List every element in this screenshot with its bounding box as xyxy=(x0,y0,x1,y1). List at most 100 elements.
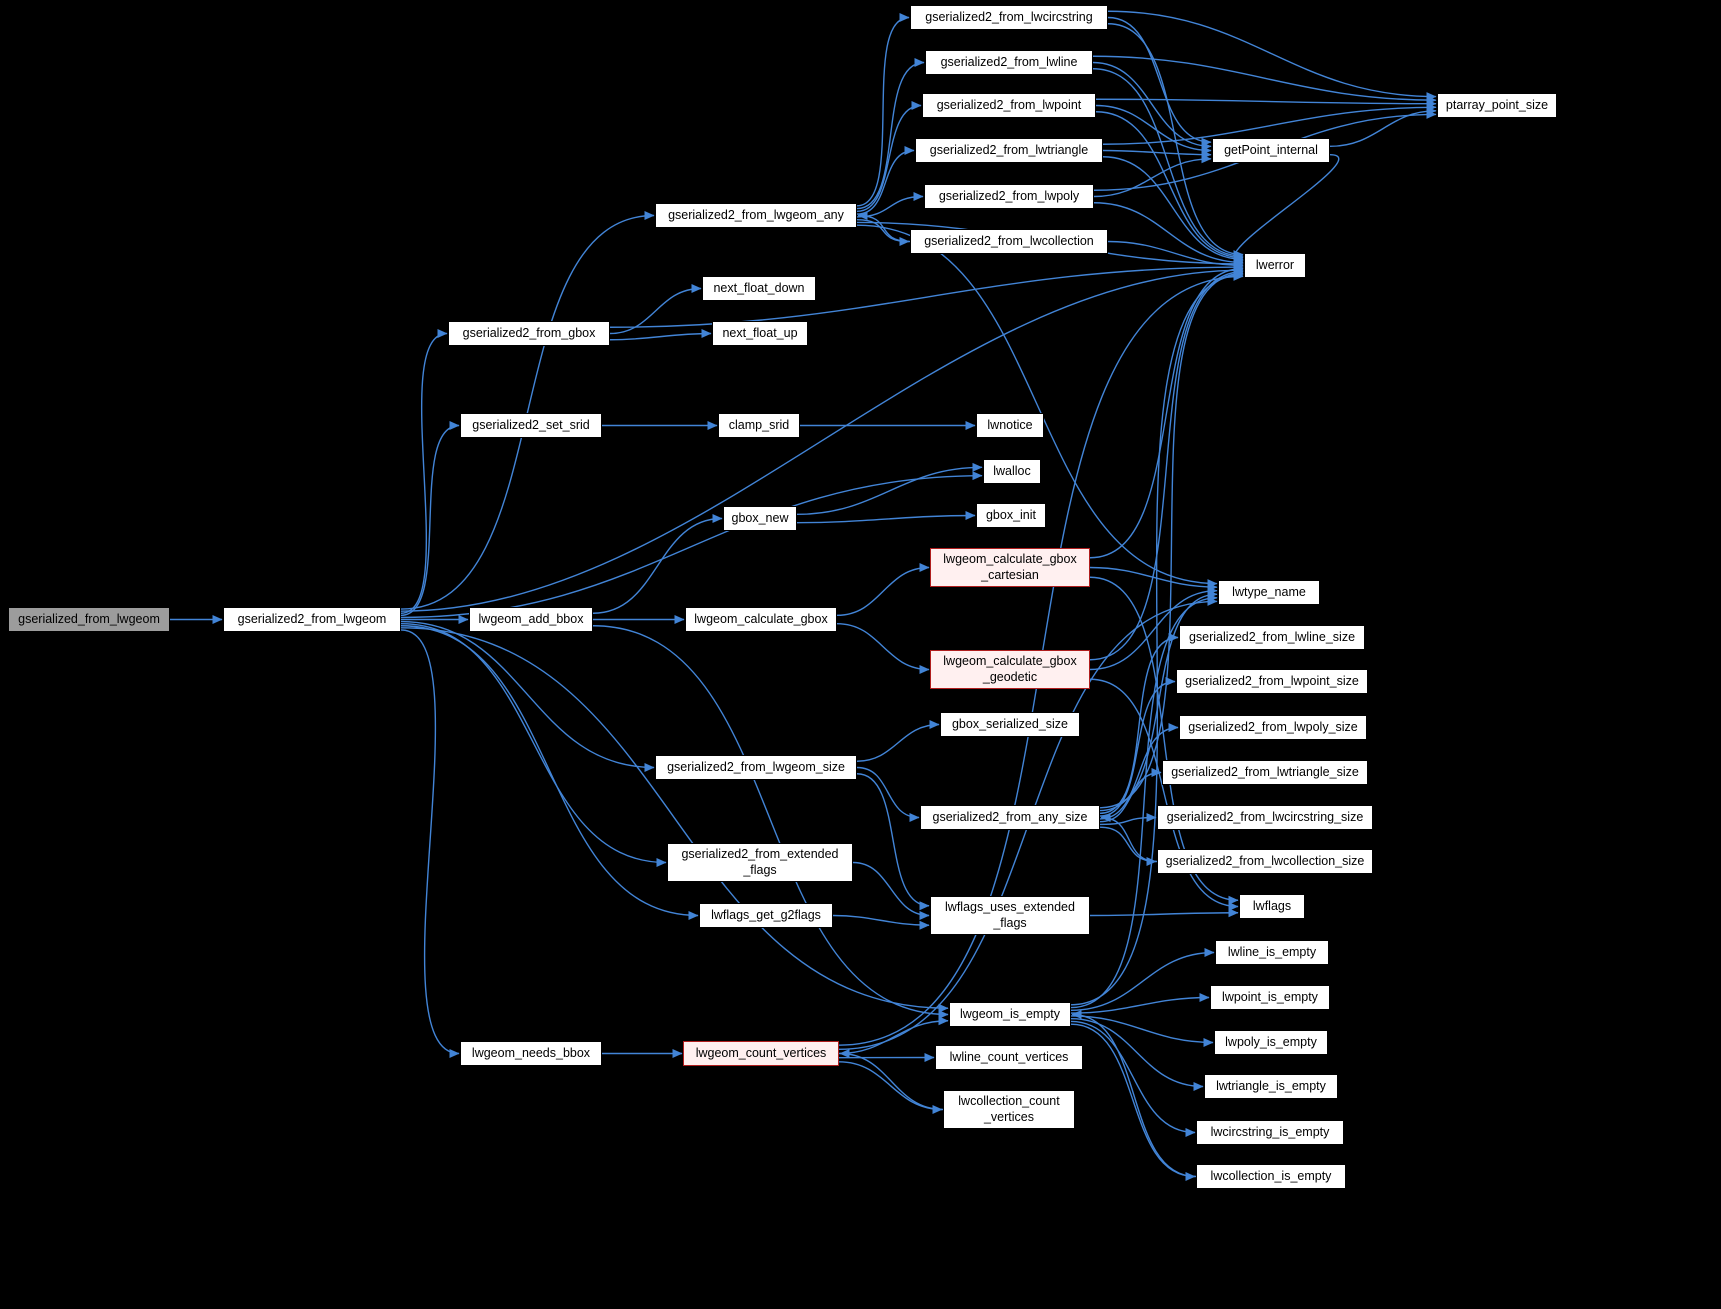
graph-node-point[interactable]: gserialized2_from_lwpoint xyxy=(922,93,1096,118)
graph-edge-any-point xyxy=(856,101,922,213)
graph-node-circ_e[interactable]: lwcircstring_is_empty xyxy=(1196,1120,1344,1145)
graph-node-line[interactable]: gserialized2_from_lwline xyxy=(925,50,1093,75)
graph-node-linecv[interactable]: lwline_count_vertices xyxy=(935,1045,1083,1070)
graph-node-any[interactable]: gserialized2_from_lwgeom_any xyxy=(655,203,857,228)
graph-node-collcv[interactable]: lwcollection_count _vertices xyxy=(943,1090,1075,1129)
graph-node-point_e[interactable]: lwpoint_is_empty xyxy=(1210,985,1330,1010)
graph-node-usesext[interactable]: lwflags_uses_extended _flags xyxy=(930,896,1090,935)
graph-edge-collcv-countv xyxy=(839,1049,944,1111)
graph-edge-isempty-circ_e xyxy=(1070,1020,1196,1137)
graph-edge-anysize-collsize xyxy=(1099,826,1157,866)
graph-edge-anysize-typename xyxy=(1099,589,1218,812)
graph-edge-g2flags-usesext xyxy=(832,914,930,930)
graph-node-cart[interactable]: lwgeom_calculate_gbox _cartesian xyxy=(930,548,1090,587)
graph-node-clamp[interactable]: clamp_srid xyxy=(718,413,800,438)
graph-edge-getpt-ptsize xyxy=(1329,106,1437,148)
graph-edge-addbbox-gboxnew xyxy=(592,514,723,614)
graph-edge-point-ptsize xyxy=(1095,98,1437,109)
graph-edge-countv-collcv xyxy=(838,1061,943,1114)
graph-edge-anysize-circsize xyxy=(1099,813,1157,826)
graph-node-poly[interactable]: gserialized2_from_lwpoly xyxy=(924,184,1094,209)
graph-edge-tri-ptsize xyxy=(1102,102,1437,145)
graph-node-gboxnew[interactable]: gbox_new xyxy=(723,506,797,531)
graph-node-notice[interactable]: lwnotice xyxy=(976,413,1044,438)
graph-node-coll_e[interactable]: lwcollection_is_empty xyxy=(1196,1164,1346,1189)
graph-edge-any-tri xyxy=(856,146,915,215)
graph-edge-geod-lwflags xyxy=(1089,678,1239,911)
graph-node-pointsize[interactable]: gserialized2_from_lwpoint_size xyxy=(1176,669,1368,694)
graph-node-g2flags[interactable]: lwflags_get_g2flags xyxy=(699,903,833,928)
graph-edge-circ-lwerror xyxy=(1107,23,1244,260)
graph-node-root[interactable]: gserialized_from_lwgeom xyxy=(8,607,170,632)
graph-edge-tri-lwerror xyxy=(1102,156,1244,264)
graph-node-ptsize[interactable]: ptarray_point_size xyxy=(1437,93,1557,118)
graph-edge-line-ptsize xyxy=(1092,55,1437,105)
graph-node-gboxinit[interactable]: gbox_init xyxy=(976,503,1046,528)
graph-node-setsrid[interactable]: gserialized2_set_srid xyxy=(460,413,602,438)
graph-node-tri_e[interactable]: lwtriangle_is_empty xyxy=(1204,1074,1338,1099)
graph-edge-circ-getpt xyxy=(1107,16,1212,147)
graph-node-collsize[interactable]: gserialized2_from_lwcollection_size xyxy=(1157,849,1373,874)
graph-edge-coll-any xyxy=(857,211,911,243)
graph-node-getpt[interactable]: getPoint_internal xyxy=(1212,138,1330,163)
graph-edge-cart-lwerror xyxy=(1089,264,1244,559)
graph-edge-extflags-usesext xyxy=(852,861,930,920)
graph-edge-isempty-poly_e xyxy=(1070,1015,1214,1047)
graph-edge-isempty-point_e xyxy=(1070,993,1210,1014)
graph-node-lwerror[interactable]: lwerror xyxy=(1244,253,1306,278)
graph-node-circ[interactable]: gserialized2_from_lwcircstring xyxy=(910,5,1108,30)
graph-node-isempty[interactable]: lwgeom_is_empty xyxy=(949,1002,1071,1027)
graph-node-geomsize[interactable]: gserialized2_from_lwgeom_size xyxy=(655,755,857,780)
graph-edge-poly-lwerror xyxy=(1093,202,1244,267)
graph-edge-g2-gbox xyxy=(400,329,448,614)
graph-edge-countv-isempty xyxy=(838,1016,949,1055)
graph-node-typename[interactable]: lwtype_name xyxy=(1218,580,1320,605)
graph-node-trisize[interactable]: gserialized2_from_lwtriangle_size xyxy=(1162,760,1368,785)
graph-edge-cart-lwflags xyxy=(1089,576,1239,905)
graph-node-anysize[interactable]: gserialized2_from_any_size xyxy=(920,805,1100,830)
graph-node-gbox[interactable]: gserialized2_from_gbox xyxy=(448,321,610,346)
graph-edge-any-typename xyxy=(856,224,1218,589)
graph-edge-point-getpt xyxy=(1095,104,1212,155)
graph-node-geod[interactable]: lwgeom_calculate_gbox _geodetic xyxy=(930,650,1090,689)
graph-edge-isempty-line_e xyxy=(1070,948,1215,1012)
graph-edge-isempty-coll_e xyxy=(1070,1023,1196,1181)
graph-node-nfd[interactable]: next_float_down xyxy=(702,276,816,301)
graph-edge-tri-getpt xyxy=(1102,149,1212,160)
graph-node-coll[interactable]: gserialized2_from_lwcollection xyxy=(910,229,1108,254)
graph-node-tri[interactable]: gserialized2_from_lwtriangle xyxy=(915,138,1103,163)
graph-edge-getpt-lwerror xyxy=(1233,153,1340,266)
graph-edge-isempty-lwerror xyxy=(1070,270,1244,1006)
graph-node-polysize[interactable]: gserialized2_from_lwpoly_size xyxy=(1179,715,1367,740)
graph-node-gssize[interactable]: gbox_serialized_size xyxy=(940,712,1080,737)
graph-edge-line-lwerror xyxy=(1092,68,1244,261)
graph-edge-usesext-lwflags xyxy=(1089,908,1239,918)
graph-node-g2[interactable]: gserialized2_from_lwgeom xyxy=(223,607,401,632)
graph-edge-line-getpt xyxy=(1092,61,1212,151)
graph-edge-geod-lwerror xyxy=(1089,267,1244,661)
graph-edge-anysize-lwerror xyxy=(1099,268,1244,809)
graph-node-lwflags[interactable]: lwflags xyxy=(1239,894,1305,919)
graph-edge-geomsize-anysize xyxy=(856,766,920,822)
graph-node-calcgbox[interactable]: lwgeom_calculate_gbox xyxy=(685,607,837,632)
graph-edge-gbox-nfu xyxy=(609,329,712,341)
graph-node-circsize[interactable]: gserialized2_from_lwcircstring_size xyxy=(1157,805,1373,830)
graph-node-extflags[interactable]: gserialized2_from_extended _flags xyxy=(667,843,853,882)
graph-edge-g2-needs xyxy=(400,629,460,1058)
graph-node-addbbox[interactable]: lwgeom_add_bbox xyxy=(469,607,593,632)
graph-node-poly_e[interactable]: lwpoly_is_empty xyxy=(1214,1030,1328,1055)
graph-node-linesize[interactable]: gserialized2_from_lwline_size xyxy=(1179,625,1365,650)
graph-edge-calcgbox-cart xyxy=(836,563,930,617)
graph-node-countv[interactable]: lwgeom_count_vertices xyxy=(683,1041,839,1066)
graph-node-needs[interactable]: lwgeom_needs_bbox xyxy=(460,1041,602,1066)
graph-edge-point-lwerror xyxy=(1095,111,1244,263)
graph-edge-anysize-pointsize xyxy=(1099,677,1176,817)
graph-node-nfu[interactable]: next_float_up xyxy=(712,321,808,346)
graph-edge-g2-g2flags xyxy=(400,625,699,920)
graph-node-alloc[interactable]: lwalloc xyxy=(983,459,1041,484)
graph-edge-gboxnew-gboxinit xyxy=(796,511,976,524)
graph-edge-coll-lwerror xyxy=(1107,240,1244,270)
graph-node-line_e[interactable]: lwline_is_empty xyxy=(1215,940,1329,965)
